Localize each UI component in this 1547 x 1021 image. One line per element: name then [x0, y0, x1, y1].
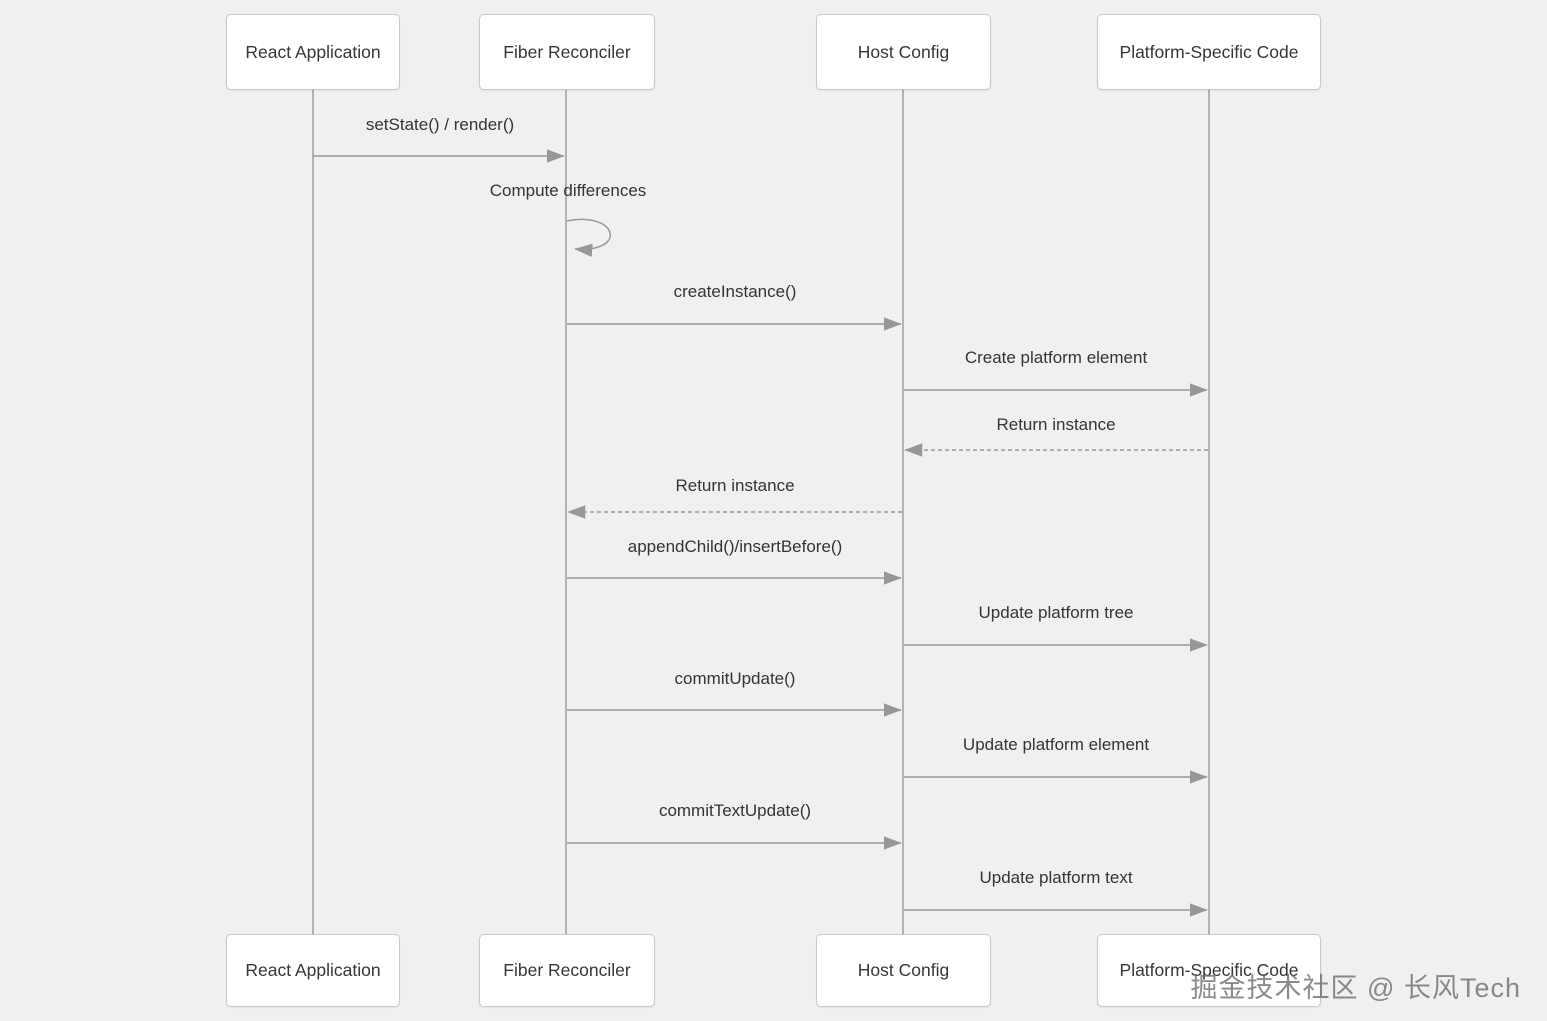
message-label-return-instance-1: Return instance	[996, 415, 1116, 434]
actor-fiber-reconciler-top: Fiber Reconciler	[479, 14, 655, 90]
actor-label: Host Config	[857, 41, 950, 62]
actor-platform-code-bottom: Platform-Specific Code	[1097, 934, 1321, 1007]
actor-label: Fiber Reconciler	[503, 960, 631, 980]
actor-label: React Application	[245, 41, 381, 62]
message-label-createinstance: createInstance()	[673, 282, 797, 301]
message-label-update-element: Update platform element	[962, 735, 1150, 754]
actor-label: Host Config	[857, 960, 950, 980]
actor-fiber-reconciler-bottom: Fiber Reconciler	[479, 934, 655, 1007]
actor-react-application-bottom: React Application	[226, 934, 400, 1007]
actor-react-application-top: React Application	[226, 14, 400, 90]
actor-platform-code-top: Platform-Specific Code	[1097, 14, 1321, 90]
message-label-committextupdate: commitTextUpdate()	[658, 801, 812, 820]
message-label-setstate-render: setState() / render()	[365, 115, 515, 134]
message-label-update-tree: Update platform tree	[978, 603, 1134, 622]
actor-label: Fiber Reconciler	[503, 41, 631, 62]
actor-label: React Application	[245, 960, 381, 980]
arrow-self-loop-compute	[566, 218, 612, 258]
actor-label: Platform-Specific Code	[1119, 41, 1299, 62]
message-label-return-instance-2: Return instance	[675, 476, 795, 495]
message-label-update-text: Update platform text	[979, 868, 1133, 887]
actor-host-config-bottom: Host Config	[816, 934, 991, 1007]
message-label-appendchild: appendChild()/insertBefore()	[627, 537, 843, 556]
actor-label: Platform-Specific Code	[1119, 960, 1299, 980]
message-label-create-platform-el: Create platform element	[964, 348, 1148, 367]
message-label-compute-diff: Compute differences	[489, 181, 647, 200]
message-label-commitupdate: commitUpdate()	[674, 669, 796, 688]
watermark: 掘金技术社区 @ 长风Tech	[1190, 973, 1521, 1003]
actor-host-config-top: Host Config	[816, 14, 991, 90]
